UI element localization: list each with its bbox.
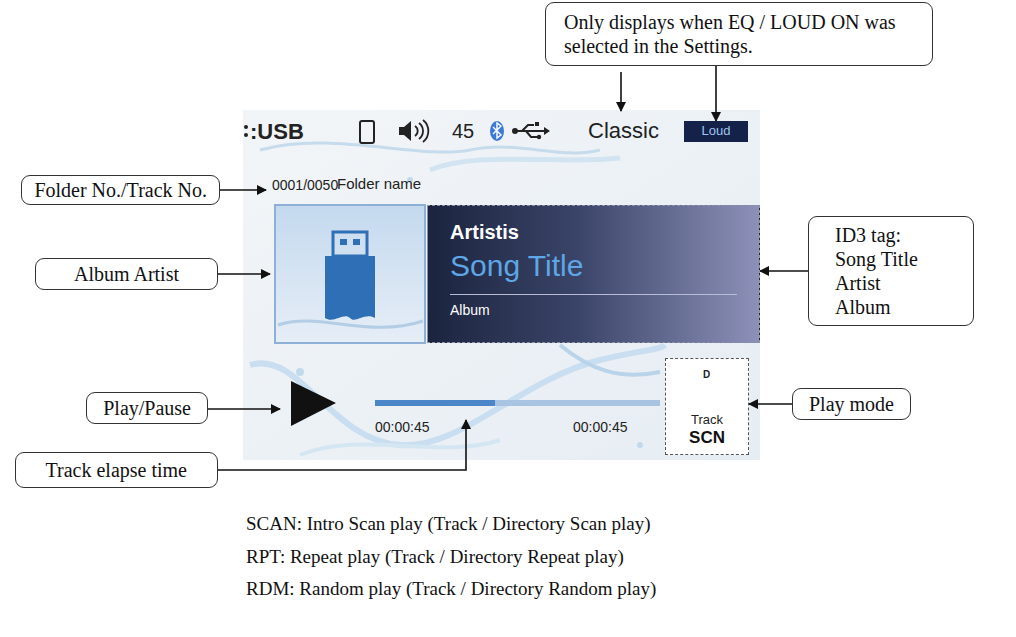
node-text: ID3 tag: Song Title Artist Album xyxy=(835,223,933,319)
mode-note: SCAN: Intro Scan play (Track / Directory… xyxy=(246,513,651,535)
total-time: 00:00:45 xyxy=(573,419,628,435)
repeat-mode-letter: D xyxy=(703,369,710,381)
status-icons-part xyxy=(244,133,248,137)
leader-lines-part xyxy=(218,273,270,275)
status-icons-part xyxy=(360,121,374,143)
mode-note: RDM: Random play (Track / Directory Rand… xyxy=(246,578,656,600)
play-controls-part xyxy=(375,400,660,406)
eq-preset: Classic xyxy=(588,118,659,143)
callout-box: Play mode xyxy=(792,388,911,420)
play-controls-part xyxy=(291,381,336,426)
status-icons-part xyxy=(537,135,541,139)
status-icons-part xyxy=(512,128,518,134)
screen-ground-part xyxy=(560,345,660,375)
callout-box: Album Artist xyxy=(35,258,218,290)
screen-ground-part xyxy=(637,442,643,448)
leader-lines-part xyxy=(220,189,266,191)
leader-lines-part xyxy=(620,72,622,111)
album-art-part xyxy=(333,232,367,256)
screen-ground-part xyxy=(260,143,600,153)
album-art-part xyxy=(275,205,425,343)
status-icons-part xyxy=(493,123,501,138)
album-art xyxy=(275,205,425,343)
screen-ground-part xyxy=(243,110,760,460)
leader-lines-part xyxy=(218,420,466,470)
node-text: Album Artist xyxy=(74,262,179,286)
screen-ground xyxy=(243,110,760,460)
play-controls-part xyxy=(375,400,495,406)
node-subtext: Album xyxy=(450,294,737,319)
node-text: Track xyxy=(668,412,746,428)
node-subtext: Song Title xyxy=(450,248,737,284)
callout-box: Track elapse time xyxy=(15,452,218,488)
elapsed-time: 00:00:45 xyxy=(375,419,430,435)
node-text: Loud xyxy=(688,123,744,139)
album-art-part xyxy=(340,239,347,245)
mode-note: RPT: Repeat play (Track / Directory Repe… xyxy=(246,546,624,568)
node-text: Only displays when EQ / LOUD ON was sele… xyxy=(564,10,914,58)
album-art-part xyxy=(353,239,360,245)
screen-ground-part xyxy=(430,158,620,170)
node-text: Play mode xyxy=(809,392,894,416)
leader-lines-part xyxy=(208,408,280,410)
status-icons-part xyxy=(399,121,411,141)
screen-ground-part xyxy=(296,368,304,376)
callout-arrow xyxy=(749,403,792,405)
id3-panel: ArtistisSong TitleAlbum xyxy=(427,205,760,343)
status-icons-part xyxy=(490,121,504,141)
screen-ground-part xyxy=(250,345,665,445)
screen-ground-part xyxy=(300,440,500,455)
album-art-part xyxy=(325,256,375,320)
callout-box: Folder No./Track No. xyxy=(21,175,220,205)
folder-name: Folder name xyxy=(337,175,421,192)
callout-arrow xyxy=(760,270,808,272)
node-subtext: SCN xyxy=(668,428,746,448)
volume-value: 45 xyxy=(452,120,474,143)
status-icons-part xyxy=(535,122,539,126)
callout-arrow xyxy=(715,66,717,121)
loud-badge: Loud xyxy=(684,121,748,142)
status-icons-part xyxy=(544,127,550,135)
node-text: Folder No./Track No. xyxy=(34,178,207,202)
album-art-part xyxy=(278,321,423,327)
track-number: 0001/0050 xyxy=(272,177,338,193)
status-icons-part xyxy=(244,125,248,129)
status-icons-part xyxy=(415,120,428,142)
callout-box: Play/Pause xyxy=(86,392,208,424)
source-label: :USB xyxy=(250,119,304,144)
node-text: Track elapse time xyxy=(46,458,187,482)
callout-box: ID3 tag: Song Title Artist Album xyxy=(808,216,974,326)
note-callout: Only displays when EQ / LOUD ON was sele… xyxy=(545,2,933,66)
node-text: Play/Pause xyxy=(103,396,191,420)
node-text: Artistis xyxy=(450,220,737,244)
